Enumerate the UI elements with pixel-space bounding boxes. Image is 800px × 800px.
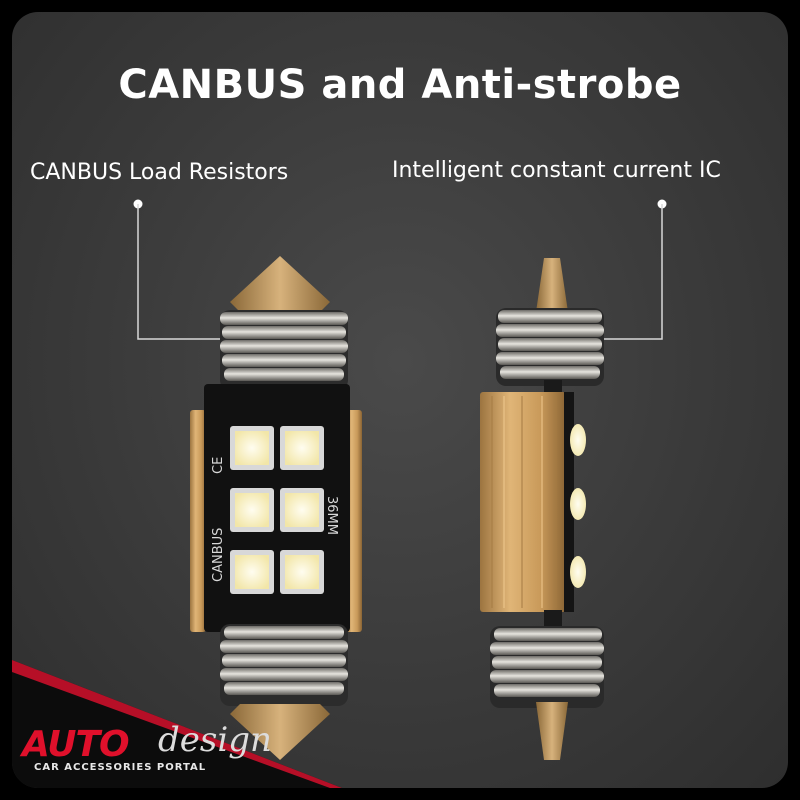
side-top-tip [536,258,568,312]
side-led-2 [570,488,586,520]
callout-line-left [133,199,234,340]
pcb-ce-mark: CE [211,457,226,474]
callout-line-right [602,199,667,340]
logo-script: design [158,720,272,760]
aluminum-resistor-body [480,392,566,612]
top-contact-tip [230,256,330,312]
festoon-bulb-front: CANBUS CE 36MM [190,256,362,760]
side-led-3 [570,556,586,588]
product-image-frame: CANBUS and Anti-strobe CANBUS Load Resis… [12,12,788,788]
side-bottom-tip [536,702,568,760]
bottom-spring-coil [220,624,348,706]
bulb-illustration: CANBUS CE 36MM [12,199,667,788]
headline: CANBUS and Anti-strobe [118,62,682,108]
logo-backdrop [12,660,342,788]
top-spring-coil [220,310,348,390]
callout-load-resistors: CANBUS Load Resistors [30,160,289,185]
pcb-size-text: 36MM [324,496,339,535]
callout-constant-current-ic: Intelligent constant current IC [392,158,721,183]
logo-wordmark: AUTO [22,724,130,765]
side-bottom-spring [490,626,604,708]
bottom-contact-tip [230,704,330,760]
pcb-brand-text: CANBUS [211,528,226,582]
led-array [230,426,324,594]
side-top-spring [496,308,604,386]
side-resistor-left [190,410,206,632]
festoon-bulb-side [480,258,604,760]
logo-tagline: CAR ACCESSORIES PORTAL [34,762,207,773]
side-led-1 [570,424,586,456]
